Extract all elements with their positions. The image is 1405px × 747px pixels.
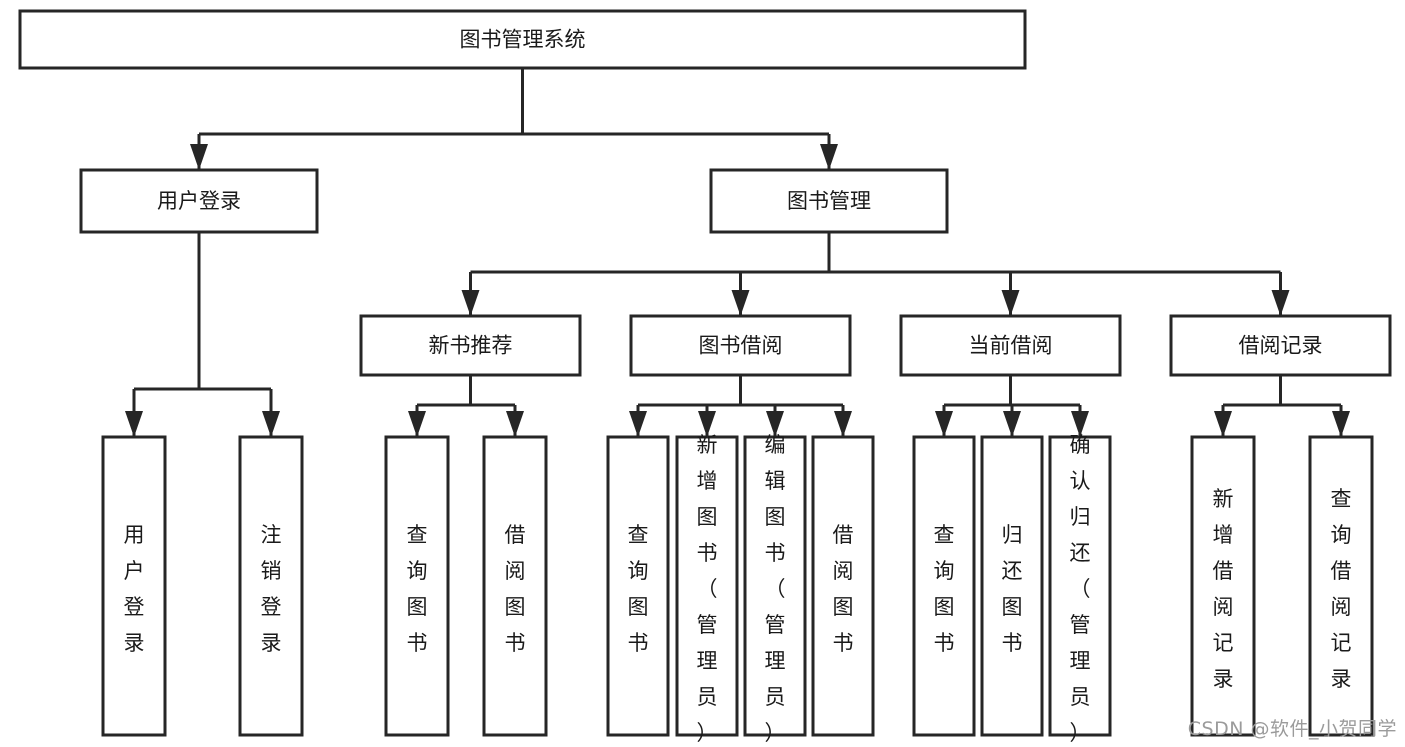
node-box-leaf-edit-book[interactable] [743,435,807,737]
node-leaf-add-book[interactable]: 新增图书（管理员） [675,433,739,745]
node-leaf-confirm-return[interactable]: 确认归还（管理员） [1048,433,1112,745]
node-label-leaf-query-book-2: 查询图书 [628,523,649,655]
node-label-leaf-confirm-return: 确认归还（管理员） [1070,433,1091,745]
node-label-leaf-borrow-book-1: 借阅图书 [505,523,526,655]
node-box-leaf-query-book-3[interactable] [912,435,976,737]
node-label-leaf-user-login: 用户登录 [124,523,145,655]
node-leaf-edit-book[interactable]: 编辑图书（管理员） [743,433,807,745]
watermark-text: CSDN @软件_小贺同学 [1187,718,1397,740]
arrow-head-icon [1001,290,1020,316]
node-box-book-borrow[interactable] [629,314,852,377]
node-box-leaf-borrow-book-1[interactable] [482,435,548,737]
arrow-head-icon [461,290,480,316]
node-leaf-logout[interactable]: 注销登录 [238,435,304,737]
arrow-head-icon [935,411,953,437]
node-box-user-login[interactable] [79,168,319,234]
node-box-leaf-user-login[interactable] [101,435,167,737]
arrow-head-icon [1214,411,1232,437]
node-box-leaf-add-record[interactable] [1190,435,1256,737]
node-label-leaf-edit-book: 编辑图书（管理员） [765,433,786,745]
node-label-borrow-record: 借阅记录 [1239,334,1323,358]
node-box-leaf-confirm-return[interactable] [1048,435,1112,737]
arrow-head-icon [506,411,524,437]
arrow-head-icon [190,144,208,170]
arrow-head-icon [1271,290,1290,316]
node-leaf-user-login[interactable]: 用户登录 [101,435,167,737]
node-root[interactable]: 图书管理系统 [18,9,1027,70]
arrow-head-icon [1332,411,1350,437]
node-label-new-book-rec: 新书推荐 [429,334,513,358]
node-leaf-add-record[interactable]: 新增借阅记录 [1190,435,1256,737]
node-box-leaf-query-book-1[interactable] [384,435,450,737]
node-leaf-return-book[interactable]: 归还图书 [980,435,1044,737]
node-leaf-borrow-book-1[interactable]: 借阅图书 [482,435,548,737]
node-box-leaf-logout[interactable] [238,435,304,737]
node-box-leaf-borrow-book-2[interactable] [811,435,875,737]
node-label-leaf-query-record: 查询借阅记录 [1331,487,1352,691]
node-box-new-book-rec[interactable] [359,314,582,377]
node-leaf-borrow-book-2[interactable]: 借阅图书 [811,435,875,737]
node-leaf-query-book-2[interactable]: 查询图书 [606,435,670,737]
node-current-borrow[interactable]: 当前借阅 [899,314,1122,377]
node-borrow-record[interactable]: 借阅记录 [1169,314,1392,377]
node-label-book-manage: 图书管理 [787,189,871,213]
node-book-manage[interactable]: 图书管理 [709,168,949,234]
arrow-head-icon [262,411,280,437]
connector-layer [125,68,1350,437]
arrow-head-icon [834,411,852,437]
node-box-leaf-add-book[interactable] [675,435,739,737]
arrow-head-icon [629,411,647,437]
arrow-head-icon [408,411,426,437]
arrow-head-icon [125,411,143,437]
node-new-book-rec[interactable]: 新书推荐 [359,314,582,377]
node-label-leaf-logout: 注销登录 [261,523,282,655]
arrow-head-icon [1071,411,1089,437]
arrow-head-icon [731,290,750,316]
arrow-head-icon [766,411,784,437]
node-box-borrow-record[interactable] [1169,314,1392,377]
node-box-leaf-return-book[interactable] [980,435,1044,737]
node-layer: 图书管理系统用户登录图书管理新书推荐图书借阅当前借阅借阅记录用户登录注销登录查询… [18,9,1392,745]
node-label-leaf-return-book: 归还图书 [1002,523,1023,655]
node-user-login[interactable]: 用户登录 [79,168,319,234]
node-box-current-borrow[interactable] [899,314,1122,377]
node-box-leaf-query-book-2[interactable] [606,435,670,737]
node-leaf-query-book-1[interactable]: 查询图书 [384,435,450,737]
node-box-leaf-query-record[interactable] [1308,435,1374,737]
node-label-root: 图书管理系统 [460,28,586,52]
node-label-leaf-borrow-book-2: 借阅图书 [833,523,854,655]
arrow-head-icon [820,144,838,170]
node-box-book-manage[interactable] [709,168,949,234]
node-box-root[interactable] [18,9,1027,70]
node-leaf-query-record[interactable]: 查询借阅记录 [1308,435,1374,737]
node-label-leaf-query-book-3: 查询图书 [934,523,955,655]
arrow-head-icon [698,411,716,437]
arrow-head-icon [1003,411,1021,437]
node-label-current-borrow: 当前借阅 [969,334,1053,358]
node-label-leaf-query-book-1: 查询图书 [407,523,428,655]
node-label-user-login: 用户登录 [157,189,241,213]
node-book-borrow[interactable]: 图书借阅 [629,314,852,377]
node-label-leaf-add-record: 新增借阅记录 [1213,487,1234,691]
node-label-book-borrow: 图书借阅 [699,334,783,358]
node-label-leaf-add-book: 新增图书（管理员） [697,433,718,745]
node-leaf-query-book-3[interactable]: 查询图书 [912,435,976,737]
